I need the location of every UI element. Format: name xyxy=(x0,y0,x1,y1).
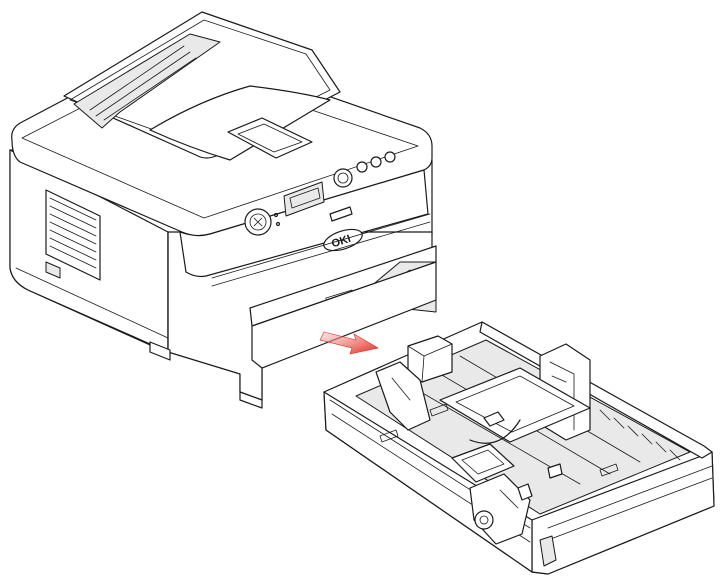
logo-text: OKI xyxy=(330,233,352,250)
vent-grille xyxy=(45,189,101,281)
paper-tray-illustration xyxy=(323,321,715,575)
removal-direction-arrow xyxy=(319,331,379,355)
